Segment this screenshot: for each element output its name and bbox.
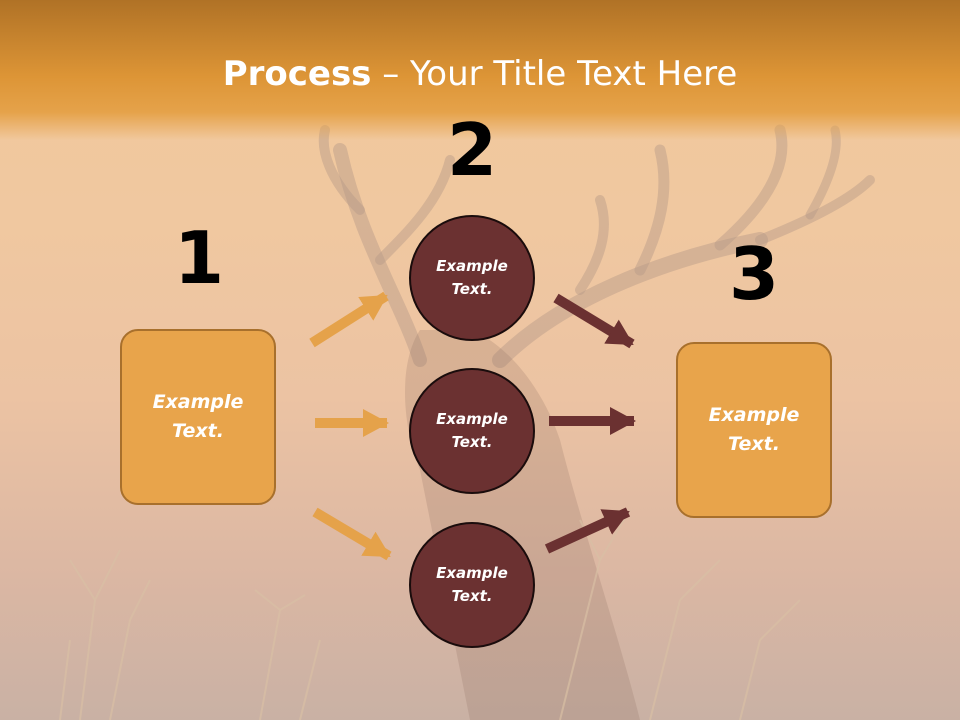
step-3-number: 3 (728, 232, 780, 316)
title-bold-word: Process (222, 54, 372, 94)
step-1-number: 1 (173, 216, 225, 300)
arrow-from-top-circle (553, 293, 635, 349)
step-2-circle-bottom: Example Text. (409, 522, 535, 648)
arrow-from-bottom-circle (544, 507, 631, 554)
title-bar (0, 0, 960, 140)
step-2-circle-top: Example Text. (409, 215, 535, 341)
arrow-to-top-circle (309, 291, 389, 348)
step-2-number: 2 (446, 108, 498, 192)
step-3-box: Example Text. (676, 342, 832, 518)
step-2-circle-middle: Example Text. (409, 368, 535, 494)
title-rest: – Your Title Text Here (371, 54, 738, 94)
step-1-box: Example Text. (120, 329, 276, 505)
arrow-to-bottom-circle (312, 507, 392, 561)
slide-title: Process – Your Title Text Here (0, 52, 960, 96)
